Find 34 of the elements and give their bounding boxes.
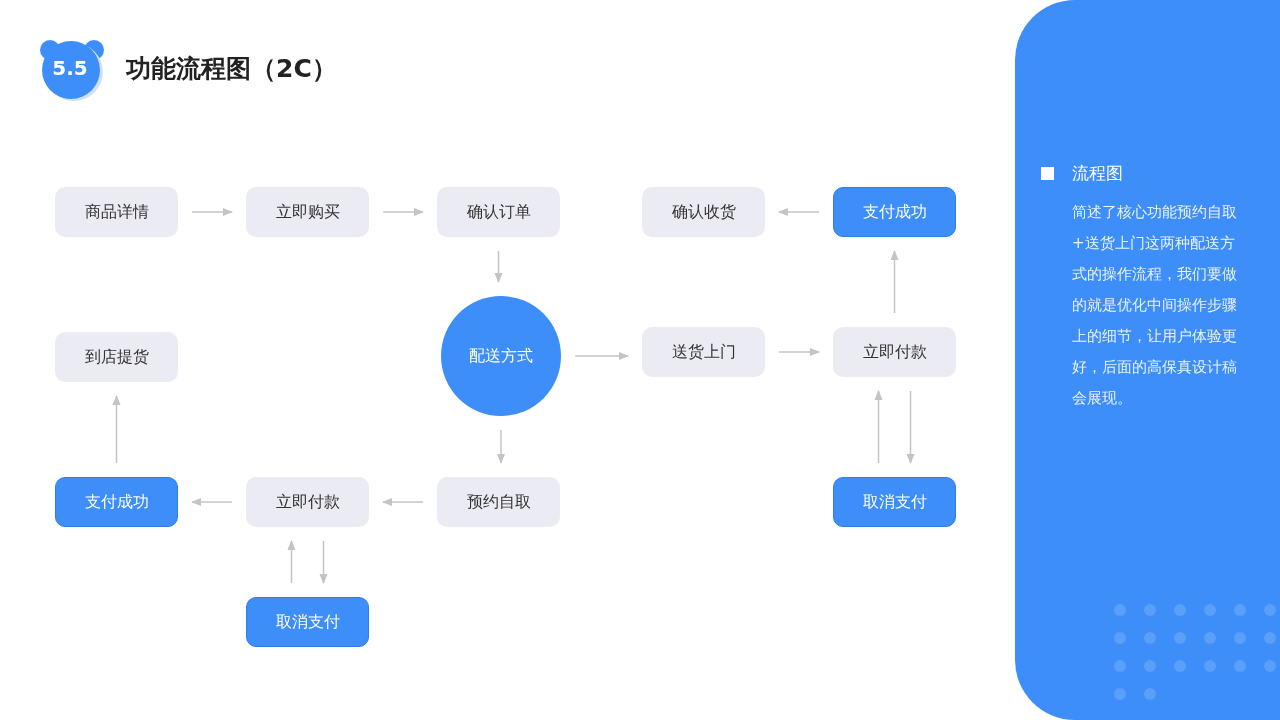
process-box: 到店提货 [55, 332, 178, 382]
arrow [890, 249, 899, 314]
process-box: 立即付款 [246, 477, 369, 527]
arrow [381, 497, 424, 507]
arrow [574, 351, 630, 361]
process-box: 支付成功 [55, 477, 178, 527]
page-title: 功能流程图（2C） [126, 53, 337, 85]
arrow [496, 429, 506, 465]
arrow [906, 390, 915, 465]
arrow [190, 497, 233, 507]
process-box: 取消支付 [833, 477, 956, 527]
arrow [191, 207, 234, 217]
arrow [778, 347, 821, 357]
panel-heading: 流程图 [1072, 162, 1123, 185]
panel-description: 简述了核心功能预约自取+送货上门这两种配送方式的操作流程，我们要做的就是优化中间操作步骤上的细节，让用户体验更好，后面的高保真设计稿会展现。 [1072, 202, 1238, 409]
arrow [112, 394, 121, 464]
process-box: 立即付款 [833, 327, 956, 377]
process-box: 立即购买 [246, 187, 369, 237]
process-box: 送货上门 [642, 327, 765, 377]
side-panel [1015, 0, 1280, 720]
process-box: 取消支付 [246, 597, 369, 647]
process-box: 预约自取 [437, 477, 560, 527]
process-box: 商品详情 [55, 187, 178, 237]
arrow [287, 539, 296, 584]
process-box: 支付成功 [833, 187, 956, 237]
process-box: 确认订单 [437, 187, 560, 237]
section-number: 5.5 [51, 56, 89, 80]
arrow [777, 207, 820, 217]
arrow [382, 207, 425, 217]
arrow [494, 250, 503, 284]
arrow [319, 540, 328, 585]
decision-circle: 配送方式 [441, 296, 561, 416]
process-box: 确认收货 [642, 187, 765, 237]
arrow [874, 389, 883, 464]
